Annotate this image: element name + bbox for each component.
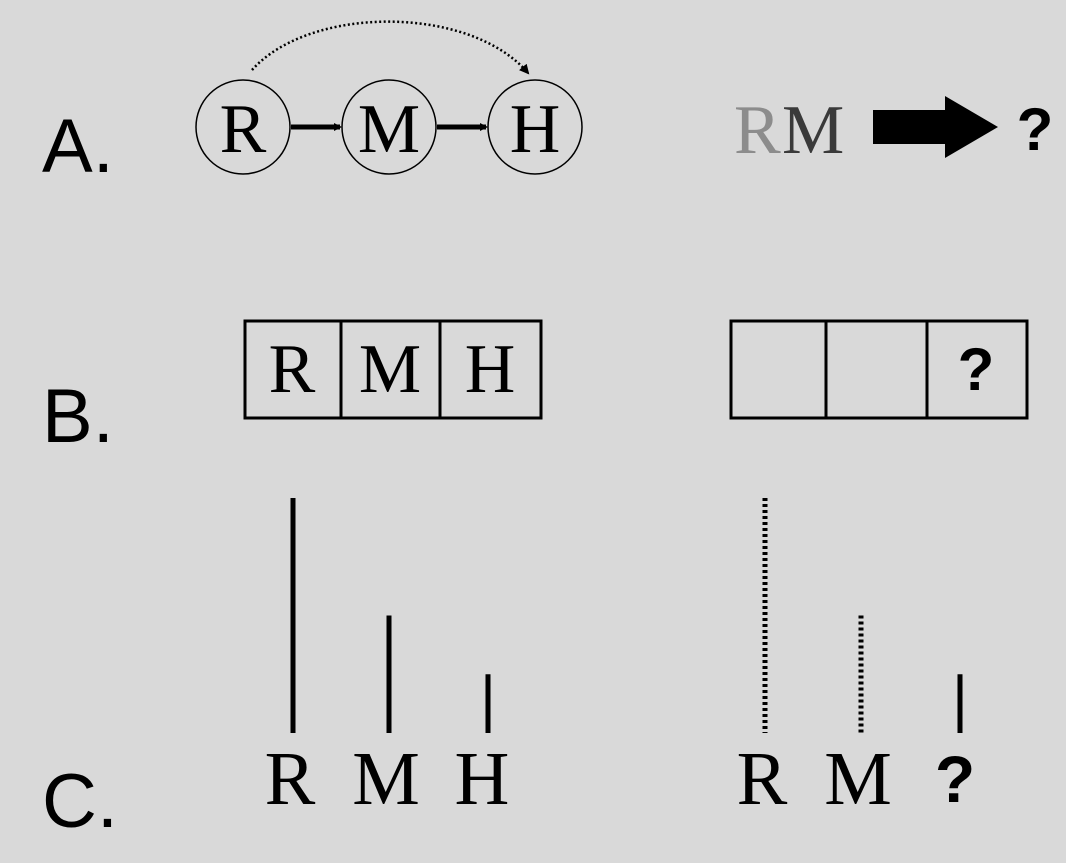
chain-node-h: H <box>487 79 583 175</box>
chain-node-m-label: M <box>358 91 420 168</box>
right-bar-label-r: R <box>737 737 788 821</box>
block-arrow-icon <box>873 96 998 158</box>
chain-node-r: R <box>195 79 291 175</box>
right-cell-question: ? <box>958 336 995 403</box>
panel-b-label: B. <box>42 374 114 459</box>
chain-node-m: M <box>341 79 437 175</box>
cue-m: M <box>782 92 844 169</box>
left-cell-m: M <box>359 331 421 408</box>
panel-b: B. R M H ? <box>42 319 1029 459</box>
panel-a-question-mark: ? <box>1017 96 1054 163</box>
cue-r: R <box>734 92 781 169</box>
left-bar-label-r: R <box>265 737 316 821</box>
right-bar-label-m: M <box>824 737 892 821</box>
chain-node-h-label: H <box>510 91 561 168</box>
right-bar-label-question: ? <box>935 742 975 816</box>
left-bar-label-m: M <box>352 737 420 821</box>
panel-a-label: A. <box>42 104 114 189</box>
left-box-row: R M H <box>243 319 543 420</box>
dotted-arrow-r-to-h <box>251 20 530 75</box>
chain-node-r-label: R <box>220 91 267 168</box>
left-cell-r: R <box>269 331 316 408</box>
panel-c-label: C. <box>42 759 118 844</box>
panel-a: A. R M H R M ? <box>42 20 1054 189</box>
panel-c: C. R M H R M ? <box>42 498 975 844</box>
left-bar-label-h: H <box>455 737 510 821</box>
left-cell-h: H <box>465 331 516 408</box>
right-box-row: ? <box>729 319 1029 420</box>
